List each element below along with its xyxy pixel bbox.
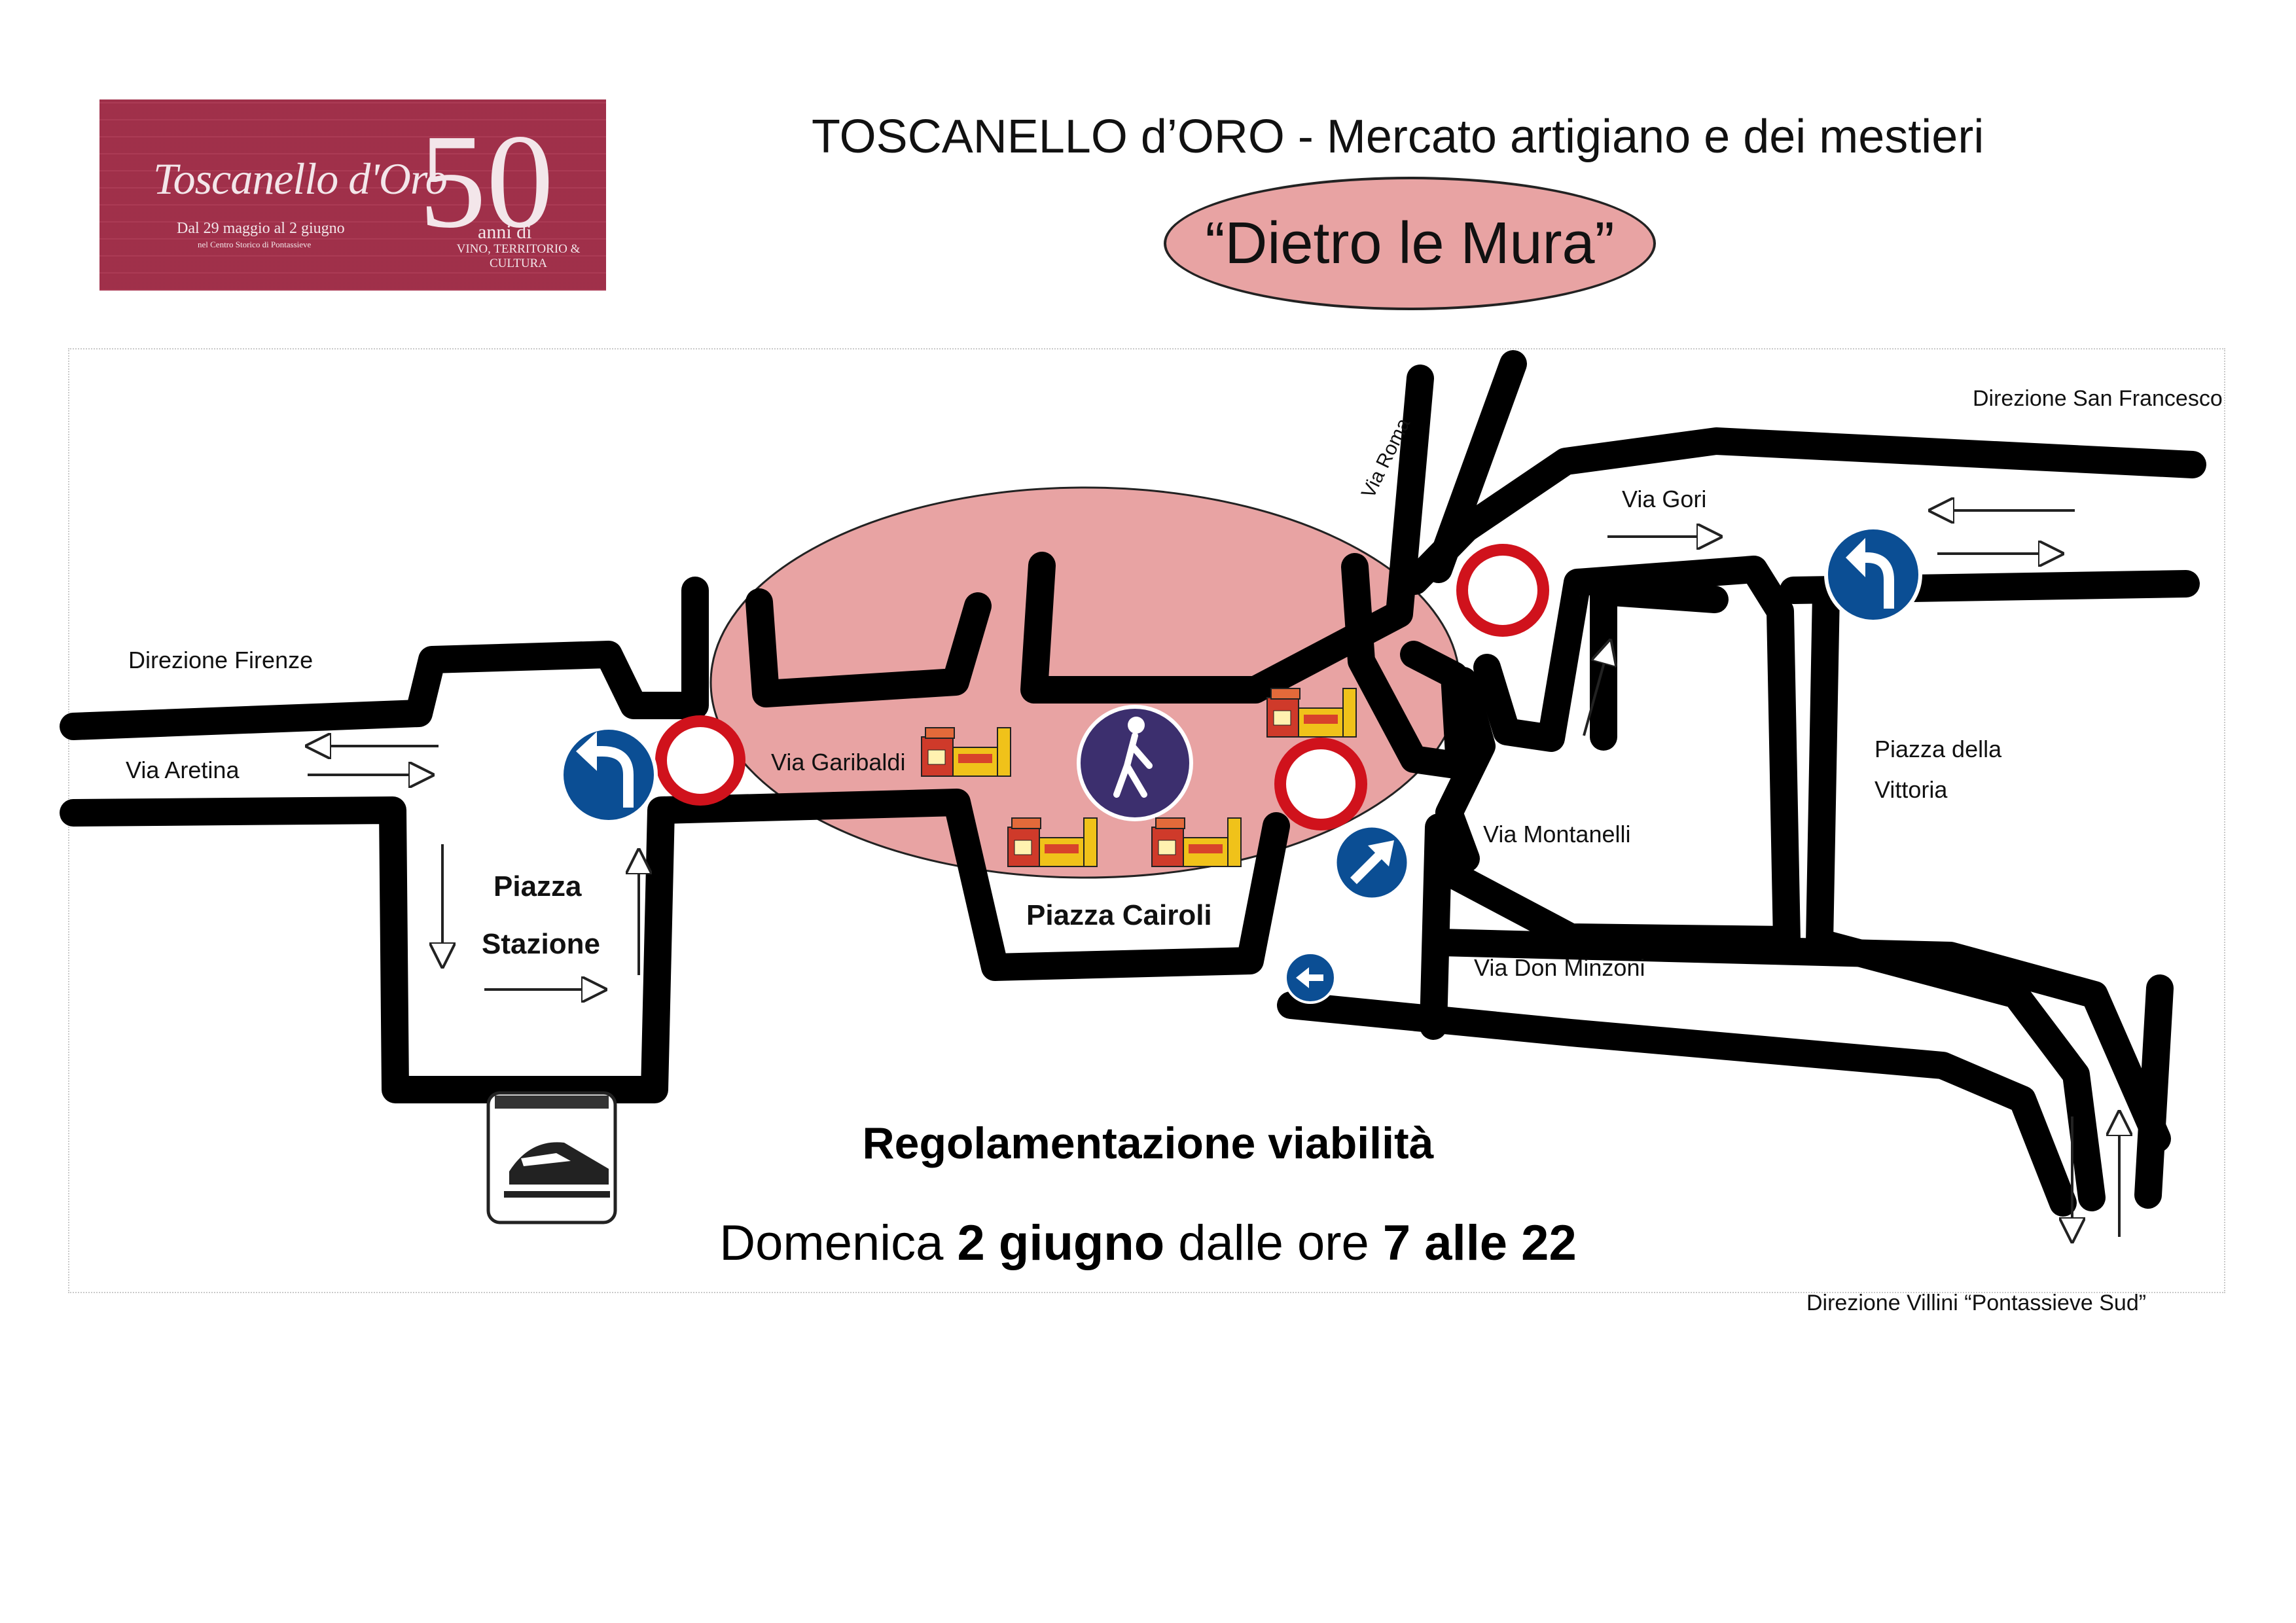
- no-entry-sign-icon: [655, 715, 745, 806]
- label-direzione-firenze: Direzione Firenze: [128, 647, 314, 673]
- page-title: TOSCANELLO d’ORO - Mercato artigiano e d…: [812, 111, 1984, 163]
- direction-arrow-sign-icon: [1284, 952, 1336, 1004]
- turn-left-sign-icon: [1824, 526, 1922, 624]
- label-direzione-san-francesco: Direzione San Francesco: [1973, 386, 2223, 411]
- label-piazza-vittoria-2: Vittoria: [1874, 776, 1948, 803]
- no-entry-sign-icon: [1274, 738, 1367, 830]
- zone-title: “Dietro le Mura”: [1205, 210, 1615, 276]
- label-via-montanelli: Via Montanelli: [1483, 821, 1631, 847]
- logo-number: 50: [419, 106, 554, 256]
- schedule-time: 7 alle 22: [1382, 1215, 1577, 1271]
- label-piazza-stazione-2: Stazione: [482, 928, 600, 960]
- schedule-pre: Domenica: [719, 1215, 958, 1271]
- logo-tagline: VINO, TERRITORIO & CULTURA: [456, 242, 581, 270]
- zone-title-oval: “Dietro le Mura”: [1164, 177, 1656, 310]
- label-piazza-stazione-1: Piazza: [493, 870, 582, 902]
- label-via-gori: Via Gori: [1622, 486, 1707, 512]
- label-piazza-vittoria-1: Piazza della: [1874, 736, 2002, 762]
- regulation-title: Regolamentazione viabilità: [862, 1118, 1434, 1168]
- label-piazza-cairoli: Piazza Cairoli: [1026, 899, 1212, 931]
- no-entry-sign-icon: [1456, 544, 1549, 637]
- label-via-aretina: Via Aretina: [126, 757, 240, 783]
- schedule-day: 2 giugno: [957, 1215, 1165, 1271]
- schedule-mid: dalle ore: [1164, 1215, 1383, 1271]
- label-via-don-minzoni: Via Don Minzoni: [1474, 954, 1645, 981]
- label-via-garibaldi: Via Garibaldi: [771, 749, 906, 776]
- logo-brand: Toscanello d'Oro: [153, 154, 448, 204]
- label-direzione-villini: Direzione Villini “Pontassieve Sud”: [1806, 1291, 2147, 1315]
- turn-left-sign-icon: [560, 726, 658, 824]
- logo-place: nel Centro Storico di Pontassieve: [198, 240, 312, 249]
- train-station-icon: [486, 1091, 617, 1224]
- schedule-text: Domenica 2 giugno dalle ore 7 alle 22: [0, 1215, 2296, 1272]
- traffic-flow-arrows: [308, 510, 2119, 1241]
- pedestrian-zone-icon: [1077, 705, 1193, 821]
- event-logo: Toscanello d'Oro Dal 29 maggio al 2 giug…: [99, 99, 606, 291]
- logo-dates: Dal 29 maggio al 2 giugno: [177, 220, 345, 237]
- road-network: [60, 350, 2206, 1217]
- direction-arrow-sign-icon: [1333, 824, 1410, 901]
- logo-anni: anni di: [478, 221, 532, 243]
